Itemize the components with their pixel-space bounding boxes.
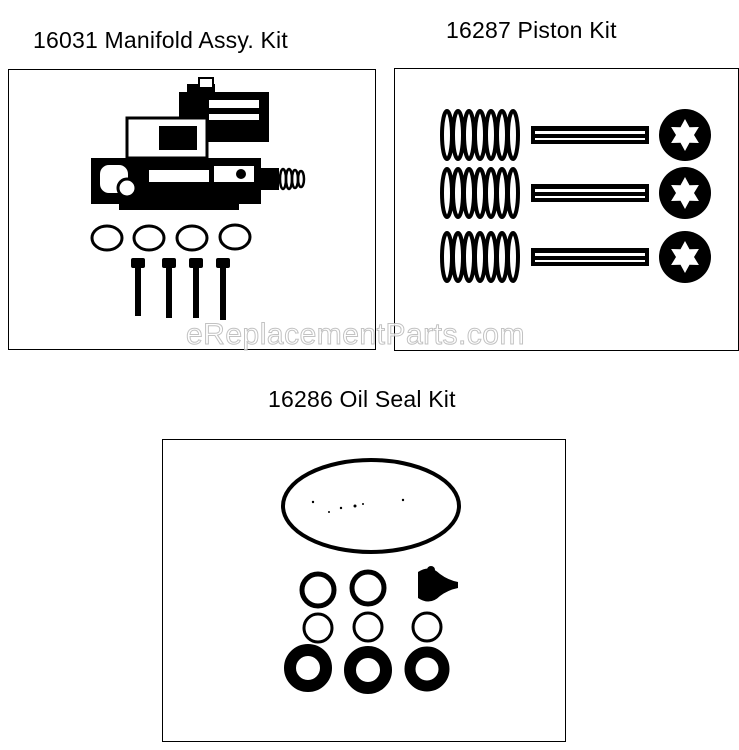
valve-cap [418, 566, 458, 602]
piston-kit-illustration [440, 109, 711, 283]
manifold-bolts [131, 258, 230, 320]
manifold-kit-illustration [90, 77, 306, 320]
oil-seal-kit-panel[interactable] [162, 439, 566, 742]
piston-spring [440, 167, 520, 219]
watermark-text: eReplacementParts.com [186, 318, 525, 352]
gasket-specks [311, 498, 405, 513]
medium-seals [299, 569, 387, 609]
oil-seal-kit-title: 16286 Oil Seal Kit [268, 386, 456, 412]
piston-assembly-1 [440, 109, 711, 161]
piston-assembly-2 [440, 167, 711, 219]
piston-kit-panel[interactable] [394, 68, 739, 351]
piston-assembly-3 [440, 231, 711, 283]
large-gasket [281, 458, 461, 554]
piston-rod [531, 248, 649, 266]
manifold-kit-panel[interactable] [8, 69, 376, 350]
star-retainer [659, 167, 711, 219]
manifold-o-rings [90, 223, 252, 252]
piston-spring [440, 231, 520, 283]
star-retainer [659, 109, 711, 161]
thick-oil-seals [284, 644, 450, 694]
manifold-body [91, 77, 306, 210]
piston-rod [531, 184, 649, 202]
piston-rod [531, 126, 649, 144]
manifold-kit-title: 16031 Manifold Assy. Kit [33, 27, 288, 53]
oil-seal-kit-illustration [281, 458, 461, 694]
piston-spring [440, 109, 520, 161]
star-retainer [659, 231, 711, 283]
piston-kit-title: 16287 Piston Kit [446, 17, 617, 43]
small-o-rings [302, 611, 443, 644]
